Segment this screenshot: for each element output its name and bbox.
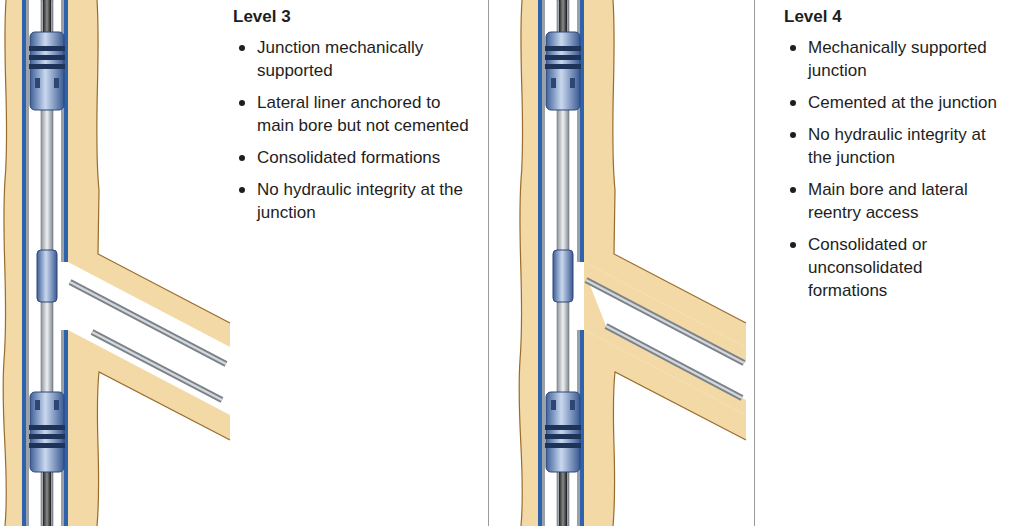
bullet-dot: [790, 45, 796, 51]
bullet-text: Cemented at the junction: [808, 91, 1006, 114]
bullet-dot: [790, 242, 796, 248]
bullet-item: Mechanically supported junction: [784, 36, 1006, 82]
bullet-dot: [239, 155, 245, 161]
bullet-item: Consolidated or unconsolidated formation…: [784, 233, 1006, 302]
text-column: Level 3 Junction mechanically supportedLa…: [233, 6, 471, 233]
panel-divider: [754, 0, 755, 526]
bullet-text: Consolidated or unconsolidated formation…: [808, 233, 1006, 302]
bullet-text: Lateral liner anchored to main bore but …: [257, 91, 471, 137]
bullet-item: No hydraulic integrity at the junction: [233, 178, 471, 224]
bullet-item: Cemented at the junction: [784, 91, 1006, 114]
bullet-item: Consolidated formations: [233, 146, 471, 169]
level-heading: Level 3: [233, 6, 471, 28]
bullet-item: Junction mechanically supported: [233, 36, 471, 82]
bullet-dot: [239, 45, 245, 51]
bullet-dot: [239, 100, 245, 106]
lateral-liner-cemented: [584, 262, 746, 415]
bullet-text: Mechanically supported junction: [808, 36, 1006, 82]
bullet-dot: [790, 100, 796, 106]
bullet-item: Main bore and lateral reentry access: [784, 178, 1006, 224]
bullet-dot: [790, 187, 796, 193]
bullet-item: No hydraulic integrity at the junction: [784, 123, 1006, 169]
text-column: Level 4 Mechanically supported junctionCe…: [784, 6, 1006, 311]
bullet-text: No hydraulic integrity at the junction: [808, 123, 1006, 169]
lateral-liner: [70, 282, 226, 400]
bullet-dot: [239, 187, 245, 193]
bullet-text: Junction mechanically supported: [257, 36, 471, 82]
bullet-text: Main bore and lateral reentry access: [808, 178, 1006, 224]
bullet-dot: [790, 132, 796, 138]
bullet-text: No hydraulic integrity at the junction: [257, 178, 471, 224]
panel-divider: [488, 0, 489, 526]
bullet-item: Lateral liner anchored to main bore but …: [233, 91, 471, 137]
level-heading: Level 4: [784, 6, 1006, 28]
bullet-text: Consolidated formations: [257, 146, 471, 169]
